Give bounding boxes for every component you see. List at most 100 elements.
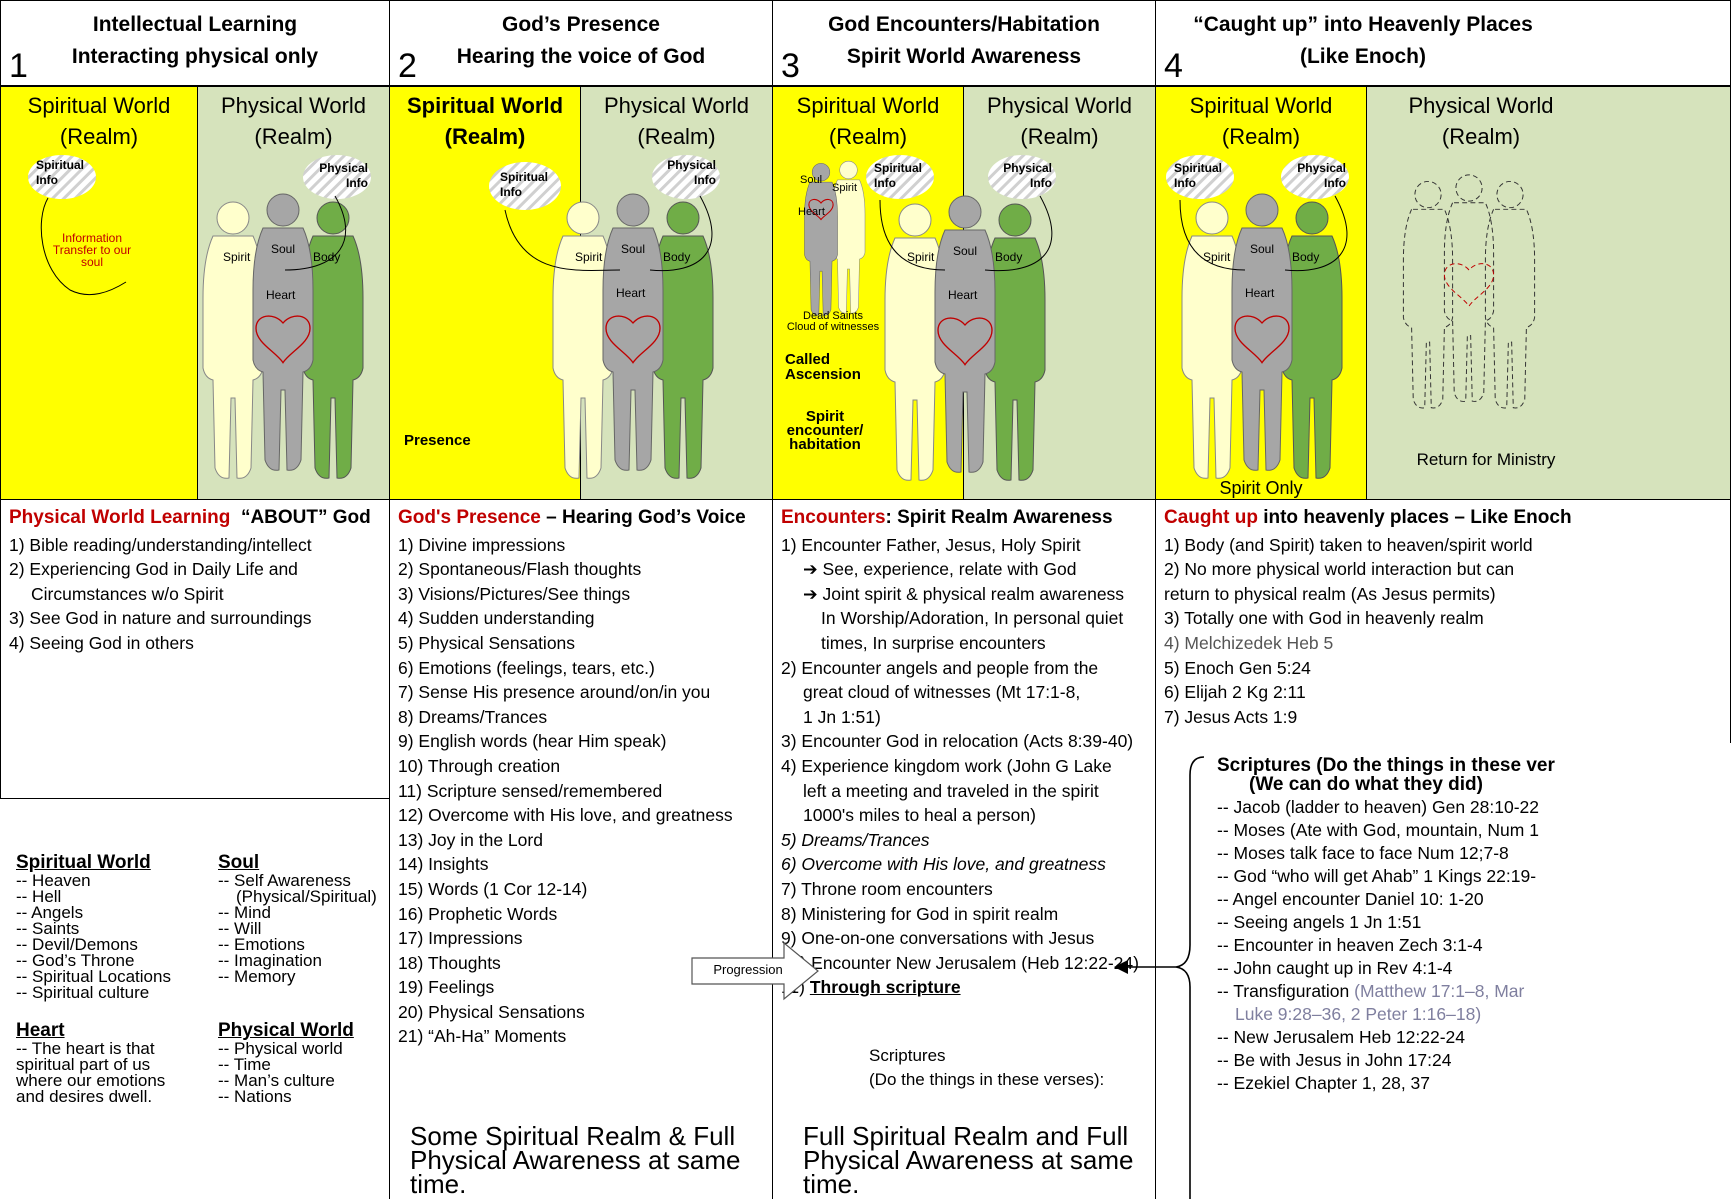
- scriptures-bracket: [1110, 755, 1210, 1199]
- list-item: 6) Overcome with His love, and greatness: [781, 852, 1147, 877]
- ghost-figures: [1403, 175, 1534, 408]
- called-ascension-label: Called Ascension: [785, 352, 855, 382]
- list-item: 1) Divine impressions: [398, 533, 764, 558]
- legend-item: -- Spiritual culture: [16, 985, 191, 1001]
- list-item: 4) Melchizedek Heb 5: [1164, 631, 1722, 656]
- soul-label: Soul: [621, 242, 645, 256]
- physical-info-label: Physical Info: [1290, 161, 1346, 191]
- legend-soul: Soul -- Self Awareness (Physical/Spiritu…: [218, 853, 388, 985]
- physical-info-label: Physical Info: [312, 161, 368, 191]
- legend-item: -- Nations: [218, 1089, 388, 1105]
- list-item: Luke 9:28–36, 2 Peter 1:16–18): [1217, 1003, 1731, 1026]
- list-item: 1000's miles to heal a person): [781, 803, 1147, 828]
- list-item: -- Angel encounter Daniel 10: 1-20: [1217, 888, 1731, 911]
- list-item: 7) Jesus Acts 1:9: [1164, 705, 1722, 730]
- list-item: Circumstances w/o Spirit: [9, 582, 381, 607]
- soul-label: Soul: [953, 244, 977, 258]
- return-ministry-label: Return for Ministry: [1386, 450, 1586, 470]
- spirit-label: Spirit: [1203, 250, 1230, 264]
- box-encounters: Encounters: Spirit Realm Awareness 1) En…: [772, 499, 1156, 1199]
- soul-label: Soul: [1250, 242, 1274, 256]
- list-item: -- Be with Jesus in John 17:24: [1217, 1049, 1731, 1072]
- list-item: 11) Scripture sensed/remembered: [398, 779, 764, 804]
- presence-label: Presence: [404, 432, 471, 449]
- list-item: 5) Physical Sensations: [398, 631, 764, 656]
- list-item: -- God “who will get Ahab” 1 Kings 22:19…: [1217, 865, 1731, 888]
- list-item: -- John caught up in Rev 4:1-4: [1217, 957, 1731, 980]
- box-footer: Some Spiritual Realm & Full Physical Awa…: [410, 1124, 760, 1196]
- spirit-label: Spirit: [832, 182, 857, 194]
- list-item: 8) Dreams/Trances: [398, 705, 764, 730]
- legend-heading: Heart: [16, 1021, 191, 1041]
- heart-label: Heart: [266, 288, 295, 302]
- physical-info-label: Physical Info: [996, 161, 1052, 191]
- legend-heart: Heart -- The heart is that spiritual par…: [16, 1021, 191, 1105]
- list-item: great cloud of witnesses (Mt 17:1-8,: [781, 680, 1147, 705]
- scriptures-title: Scriptures (Do the things in these ver: [1217, 756, 1731, 775]
- list-item: -- New Jerusalem Heb 12:22-24: [1217, 1026, 1731, 1049]
- body-label: Body: [313, 250, 340, 264]
- list-item: 10) Encounter New Jerusalem (Heb 12:22-2…: [781, 951, 1147, 976]
- list-item: 3) Totally one with God in heavenly real…: [1164, 606, 1722, 631]
- list-item: 20) Physical Sensations: [398, 1000, 764, 1025]
- list-item: 5) Dreams/Trances: [781, 828, 1147, 853]
- arrow-right-icon: ➔: [803, 584, 818, 604]
- list-item: 7) Throne room encounters: [781, 877, 1147, 902]
- scriptures-note: Scriptures(Do the things in these verses…: [869, 1044, 1104, 1092]
- list-item: 21) “Ah-Ha” Moments: [398, 1024, 764, 1049]
- list-item: 5) Enoch Gen 5:24: [1164, 656, 1722, 681]
- list-item: 9) One-on-one conversations with Jesus: [781, 926, 1147, 951]
- box-caught-up: Caught up into heavenly places – Like En…: [1155, 499, 1731, 744]
- list-item: 2) Spontaneous/Flash thoughts: [398, 557, 764, 582]
- list-item: 14) Insights: [398, 852, 764, 877]
- scriptures-subtitle: (We can do what they did): [1217, 775, 1731, 794]
- list-item: 12) Overcome with His love, and greatnes…: [398, 803, 764, 828]
- list-item: -- Jacob (ladder to heaven) Gen 28:10-22: [1217, 796, 1731, 819]
- spirit-label: Spirit: [907, 250, 934, 264]
- spiritual-info-label: Spiritual Info: [500, 170, 556, 200]
- list-item: 7) Sense His presence around/on/in you: [398, 680, 764, 705]
- list-item: 6) Emotions (feelings, tears, etc.): [398, 656, 764, 681]
- list-item: In Worship/Adoration, In personal quiet: [781, 606, 1147, 631]
- list-item: ➔ See, experience, relate with God: [781, 557, 1147, 582]
- list-item: return to physical realm (As Jesus permi…: [1164, 582, 1722, 607]
- body-label: Body: [1292, 250, 1319, 264]
- list-item: 15) Words (1 Cor 12-14): [398, 877, 764, 902]
- box-heading: God's Presence – Hearing God’s Voice: [398, 506, 764, 531]
- progression-label: Progression: [700, 962, 796, 977]
- box-heading: Physical World Learning “ABOUT” God: [9, 506, 381, 531]
- list-item: 1 Jn 1:51): [781, 705, 1147, 730]
- list-item: ➔ Joint spirit & physical realm awarenes…: [781, 582, 1147, 607]
- list-item: 16) Prophetic Words: [398, 902, 764, 927]
- list-item: 6) Elijah 2 Kg 2:11: [1164, 680, 1722, 705]
- soul-label: Soul: [800, 174, 822, 186]
- body-label: Body: [995, 250, 1022, 264]
- spiritual-info-label: Spiritual Info: [36, 158, 92, 188]
- list-item: 2) No more physical world interaction bu…: [1164, 557, 1722, 582]
- spirit-label: Spirit: [575, 250, 602, 264]
- list-item: 1) Encounter Father, Jesus, Holy Spirit: [781, 533, 1147, 558]
- list-item: 3) Visions/Pictures/See things: [398, 582, 764, 607]
- spiritual-info-label: Spiritual Info: [1174, 161, 1230, 191]
- heart-label: Heart: [798, 206, 825, 218]
- list-item: 13) Joy in the Lord: [398, 828, 764, 853]
- list-item: 10) Through creation: [398, 754, 764, 779]
- list-item: 3) See God in nature and surroundings: [9, 606, 381, 631]
- list-item: -- Moses (Ate with God, mountain, Num 1: [1217, 819, 1731, 842]
- box-gods-presence: God's Presence – Hearing God’s Voice 1) …: [389, 499, 773, 1199]
- spirit-encounter-label: Spirit encounter/ habitation: [780, 410, 870, 452]
- list-item: left a meeting and traveled in the spiri…: [781, 779, 1147, 804]
- legend-heading: Physical World: [218, 1021, 388, 1041]
- body-label: Body: [663, 250, 690, 264]
- heart-label: Heart: [616, 286, 645, 300]
- legend-item: -- Memory: [218, 969, 388, 985]
- legend-item: and desires dwell.: [16, 1089, 191, 1105]
- list-item: 2) Experiencing God in Daily Life and: [9, 557, 381, 582]
- list-item: 1) Body (and Spirit) taken to heaven/spi…: [1164, 533, 1722, 558]
- list-item: 11) Through scripture: [781, 975, 1147, 1000]
- list-item: 4) Sudden understanding: [398, 606, 764, 631]
- arrow-right-icon: ➔: [803, 559, 818, 579]
- list-item: times, In surprise encounters: [781, 631, 1147, 656]
- box-footer: Full Spiritual Realm and Full Physical A…: [803, 1124, 1143, 1196]
